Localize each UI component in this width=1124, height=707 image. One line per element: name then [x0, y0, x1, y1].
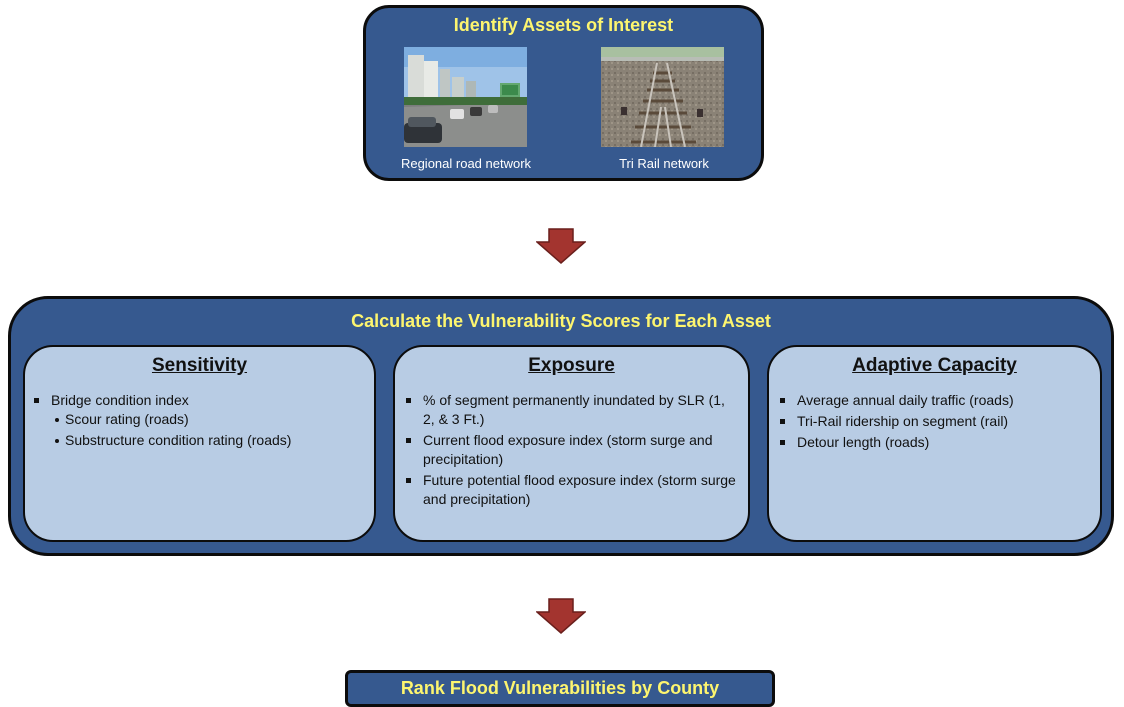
list-item: Future potential flood exposure index (s… [406, 471, 740, 509]
exposure-heading: Exposure [528, 355, 615, 376]
rail-network-caption: Tri Rail network [619, 156, 709, 171]
rank-vulnerabilities-box: Rank Flood Vulnerabilities by County [345, 670, 775, 707]
exposure-list: % of segment permanently inundated by SL… [395, 391, 748, 511]
calculate-scores-title: Calculate the Vulnerability Scores for E… [351, 311, 771, 331]
road-network-photo [404, 47, 527, 147]
adaptive-capacity-list: Average annual daily traffic (roads) Tri… [769, 391, 1100, 454]
list-item: Current flood exposure index (storm surg… [406, 431, 740, 469]
list-item: Average annual daily traffic (roads) [780, 391, 1092, 410]
exposure-panel: Exposure % of segment permanently inunda… [393, 345, 750, 542]
list-item: Detour length (roads) [780, 433, 1092, 452]
list-item: % of segment permanently inundated by SL… [406, 391, 740, 429]
calculate-scores-box: Calculate the Vulnerability Scores for E… [8, 296, 1114, 556]
list-item: Scour rating (roads) [55, 410, 366, 429]
rank-vulnerabilities-title: Rank Flood Vulnerabilities by County [400, 678, 720, 698]
list-item: Bridge condition index Scour rating (roa… [34, 391, 366, 450]
identify-assets-box: Identify Assets of Interest [363, 5, 764, 181]
adaptive-capacity-panel: Adaptive Capacity Average annual daily t… [767, 345, 1102, 542]
list-item: Tri-Rail ridership on segment (rail) [780, 412, 1092, 431]
sensitivity-heading: Sensitivity [151, 355, 248, 376]
identify-assets-title: Identify Assets of Interest [453, 15, 674, 35]
sensitivity-item: Bridge condition index [51, 392, 189, 408]
sensitivity-list: Bridge condition index Scour rating (roa… [25, 391, 374, 452]
down-arrow-icon [536, 598, 586, 634]
adaptive-capacity-heading: Adaptive Capacity [852, 355, 1017, 376]
down-arrow-icon [536, 228, 586, 264]
rail-network-photo [601, 47, 724, 147]
road-network-caption: Regional road network [400, 156, 532, 171]
sensitivity-panel: Sensitivity Bridge condition index Scour… [23, 345, 376, 542]
sensitivity-sublist: Scour rating (roads) Substructure condit… [51, 410, 366, 450]
list-item: Substructure condition rating (roads) [55, 431, 366, 450]
